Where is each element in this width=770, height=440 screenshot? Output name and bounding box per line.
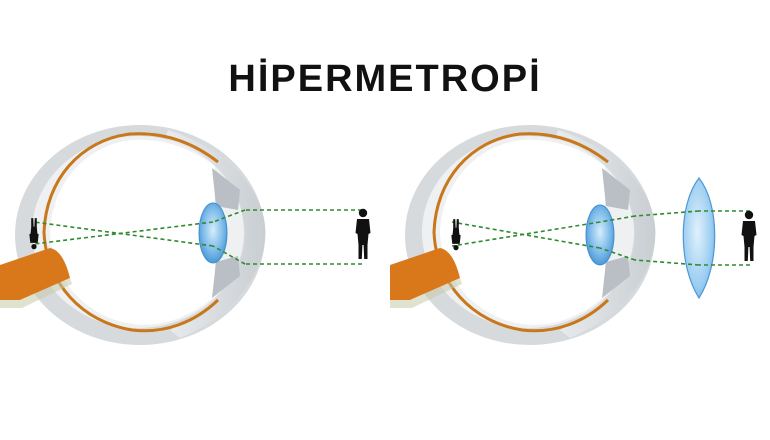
uncorrected-eye bbox=[0, 125, 371, 345]
object-person-icon bbox=[355, 208, 371, 259]
page-title: HİPERMETROPİ bbox=[228, 58, 542, 100]
iris-upper bbox=[212, 168, 240, 210]
retina bbox=[432, 132, 610, 333]
optic-nerve-sheath bbox=[390, 278, 462, 308]
iris-lower bbox=[602, 256, 630, 298]
light-rays bbox=[33, 209, 362, 265]
cornea bbox=[165, 130, 266, 338]
crystalline-lens bbox=[585, 204, 615, 266]
optic-nerve-sheath bbox=[0, 278, 72, 308]
vitreous bbox=[440, 139, 605, 325]
crystalline-lens bbox=[198, 202, 228, 264]
corrected-eye bbox=[390, 125, 757, 345]
vitreous bbox=[50, 139, 215, 325]
optic-nerve bbox=[390, 248, 460, 300]
retina bbox=[42, 132, 220, 333]
object-person-icon bbox=[741, 210, 757, 261]
iris-lower bbox=[212, 256, 240, 298]
cornea bbox=[555, 130, 656, 338]
optic-nerve bbox=[0, 248, 70, 300]
iris-upper bbox=[602, 168, 630, 210]
corrective-convex-lens bbox=[682, 177, 716, 300]
light-rays bbox=[451, 210, 750, 266]
